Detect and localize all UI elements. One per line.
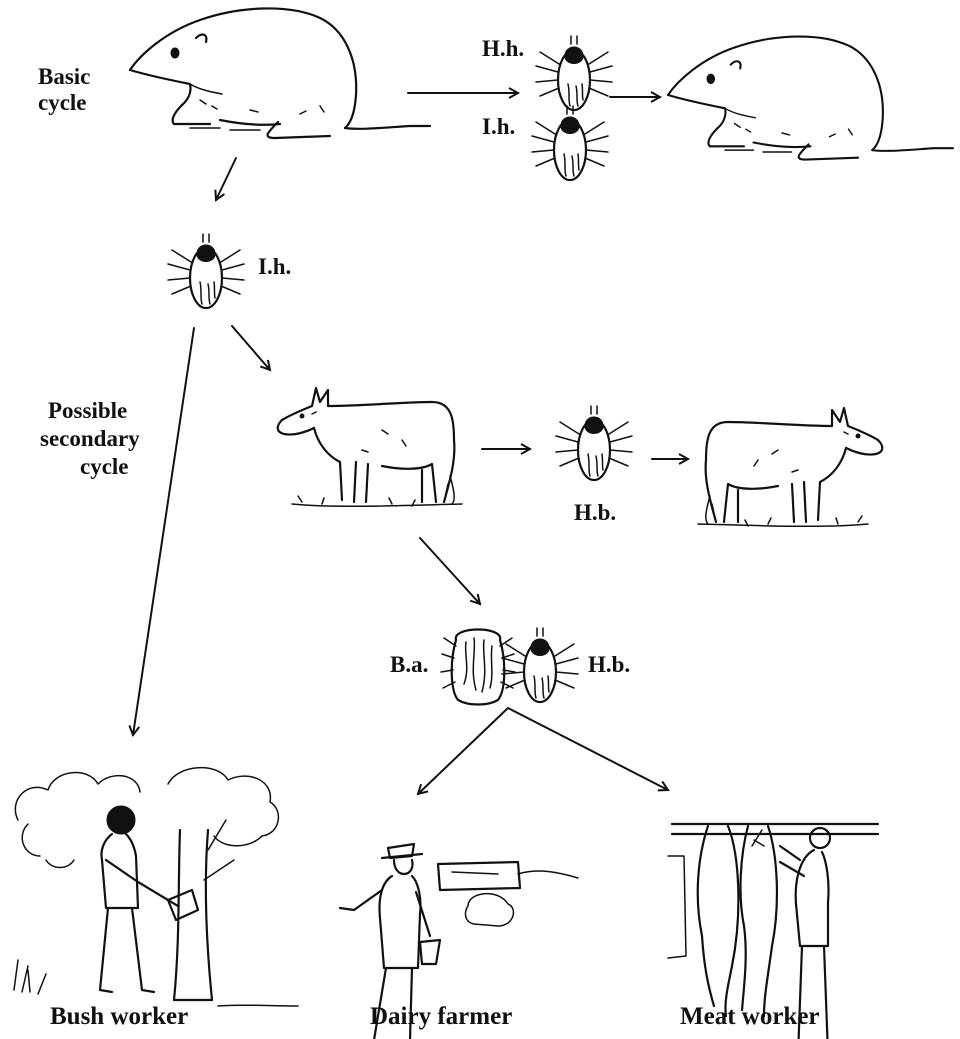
- label-possible: Possible: [48, 398, 127, 423]
- label-ba: B.a.: [390, 652, 428, 677]
- arrow-to-meat-worker: [508, 708, 668, 790]
- label-hh: H.h.: [482, 36, 524, 61]
- tick-hb-mid: [556, 406, 632, 480]
- caption-meat-worker: Meat worker: [680, 1003, 820, 1030]
- tick-ih-top: [532, 106, 608, 180]
- cow-right: [698, 408, 882, 526]
- arrow-ih-to-cow: [232, 326, 270, 370]
- arrow-bandicoot-to-ih: [216, 158, 236, 200]
- label-secondary: secondary: [40, 426, 140, 451]
- label-ih-mid: I.h.: [258, 254, 291, 279]
- tick-ih-mid: [168, 234, 244, 308]
- label-hb-bottom: H.b.: [588, 652, 630, 677]
- label-basic-cycle-line2: cycle: [38, 90, 87, 115]
- tick-hb-bottom: [502, 628, 578, 702]
- arrow-cow-to-ba-hb: [420, 538, 480, 604]
- label-basic-cycle-line1: Basic: [38, 64, 90, 89]
- caption-dairy-farmer: Dairy farmer: [370, 1003, 512, 1030]
- bandicoot-right: [668, 37, 953, 160]
- tick-hh-top: [536, 36, 612, 110]
- arrow-to-dairy-farmer: [418, 708, 508, 794]
- bandicoot-left: [130, 8, 430, 138]
- arrow-ih-to-bush-worker: [133, 328, 194, 735]
- bush-worker-figure: [14, 768, 298, 1006]
- label-cycle: cycle: [80, 454, 129, 479]
- label-ih-top: I.h.: [482, 114, 515, 139]
- tick-ba: [441, 630, 515, 705]
- label-hb-mid: H.b.: [574, 500, 616, 525]
- caption-bush-worker: Bush worker: [50, 1003, 188, 1030]
- cow-left: [278, 388, 462, 506]
